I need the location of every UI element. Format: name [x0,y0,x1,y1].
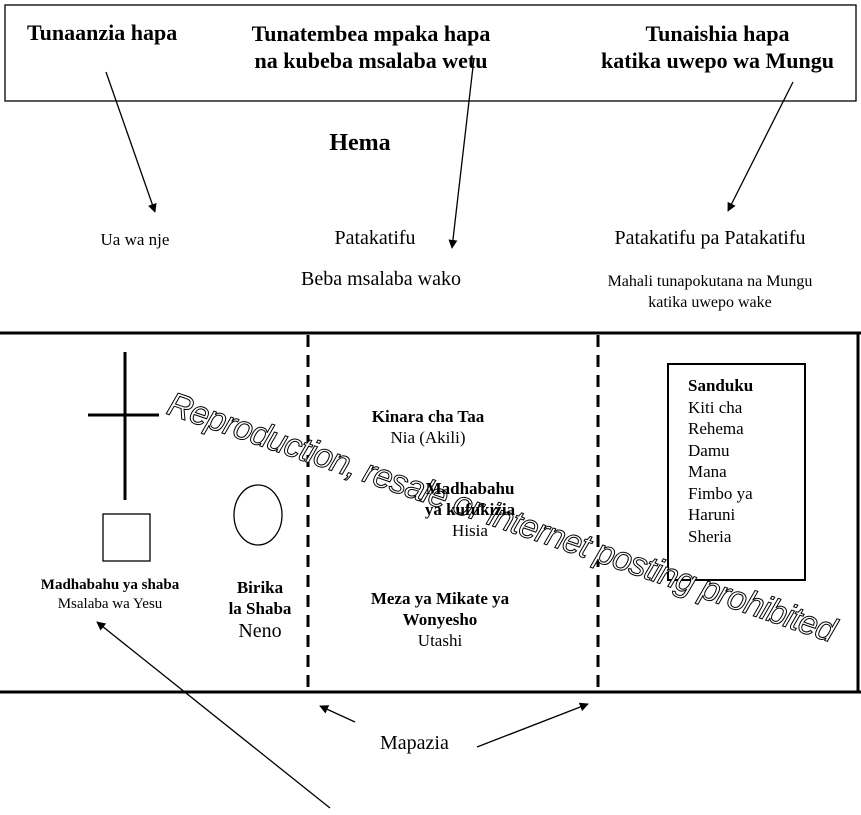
outer-court-label: Ua wa nje [100,230,170,249]
header-walk: Tunatembea mpaka hapa na kubeba msalaba … [226,20,516,74]
bronze-laver-line1: Birika [236,578,284,597]
header-box [4,4,857,102]
lampstand-label: Kinara cha Taa Nia (Akili) [343,406,513,448]
arrow-walk [448,57,475,249]
bronze-laver-meaning: Neno [238,620,282,642]
bronze-altar-icon [102,513,151,562]
most-holy-subtitle-line1: Mahali tunapokutana na Mungu [607,273,813,290]
showbread-table-meaning: Utashi [417,631,463,650]
arrow-curtain-left [319,705,356,723]
bronze-altar-label: Madhabahu ya shaba Msalaba wa Yesu [10,576,210,614]
most-holy-subtitle: Mahali tunapokutana na Mungu katika uwep… [555,271,861,313]
showbread-table-line1: Meza ya Mikate ya [370,589,510,608]
lampstand-title: Kinara cha Taa [371,407,485,426]
header-end: Tunaishia hapa katika uwepo wa Mungu [585,20,850,74]
bronze-altar-title: Madhabahu ya shaba [40,577,180,593]
ark-box [667,363,806,581]
arrow-curtain-right [476,702,589,748]
ark-line: Sheria [688,526,732,546]
incense-altar-label: Madhabahu ya kufukizia Hisia [385,478,555,541]
curtains-label: Mapazia [380,732,449,754]
diagram-title: Hema [329,130,391,156]
header-end-line2: katika uwepo wa Mungu [601,48,834,73]
header-start: Tunaanzia hapa [27,20,178,45]
ark-title: Sanduku [688,376,754,395]
ark-line: Kiti cha [688,397,743,417]
ark-line: Damu [688,440,730,460]
lampstand-meaning: Nia (Akili) [390,428,466,447]
ark-line: Mana [688,462,727,481]
ark-label: Sanduku Kiti cha Rehema Damu Mana Fimbo … [688,375,753,547]
showbread-table-label: Meza ya Mikate ya Wonyesho Utashi [325,588,555,651]
incense-altar-line2: ya kufukizia [424,500,516,519]
holy-place-label: Patakatifu [334,227,416,249]
most-holy-subtitle-line2: katika uwepo wake [648,294,772,311]
bronze-altar-meaning: Msalaba wa Yesu [57,596,163,612]
arrow-start [105,71,157,213]
bronze-laver-line2: la Shaba [228,599,292,618]
arrow-end [727,81,794,212]
arrow-bottom-to-altar [96,621,331,809]
header-walk-line2: na kubeba msalaba wetu [254,48,488,73]
ark-line: Fimbo ya [688,483,753,503]
incense-altar-meaning: Hisia [452,521,488,540]
holy-place-subtitle: Beba msalaba wako [301,268,461,290]
ark-line: Rehema [688,419,744,438]
header-end-line1: Tunaishia hapa [645,21,790,46]
showbread-table-line2: Wonyesho [402,610,478,629]
ark-line: Haruni [688,505,736,524]
incense-altar-line1: Madhabahu [425,479,515,498]
bronze-laver-icon [233,484,283,546]
most-holy-label: Patakatifu pa Patakatifu [614,227,806,249]
bronze-laver-label: Birika la Shaba Neno [210,577,310,643]
header-walk-line1: Tunatembea mpaka hapa [251,21,491,46]
